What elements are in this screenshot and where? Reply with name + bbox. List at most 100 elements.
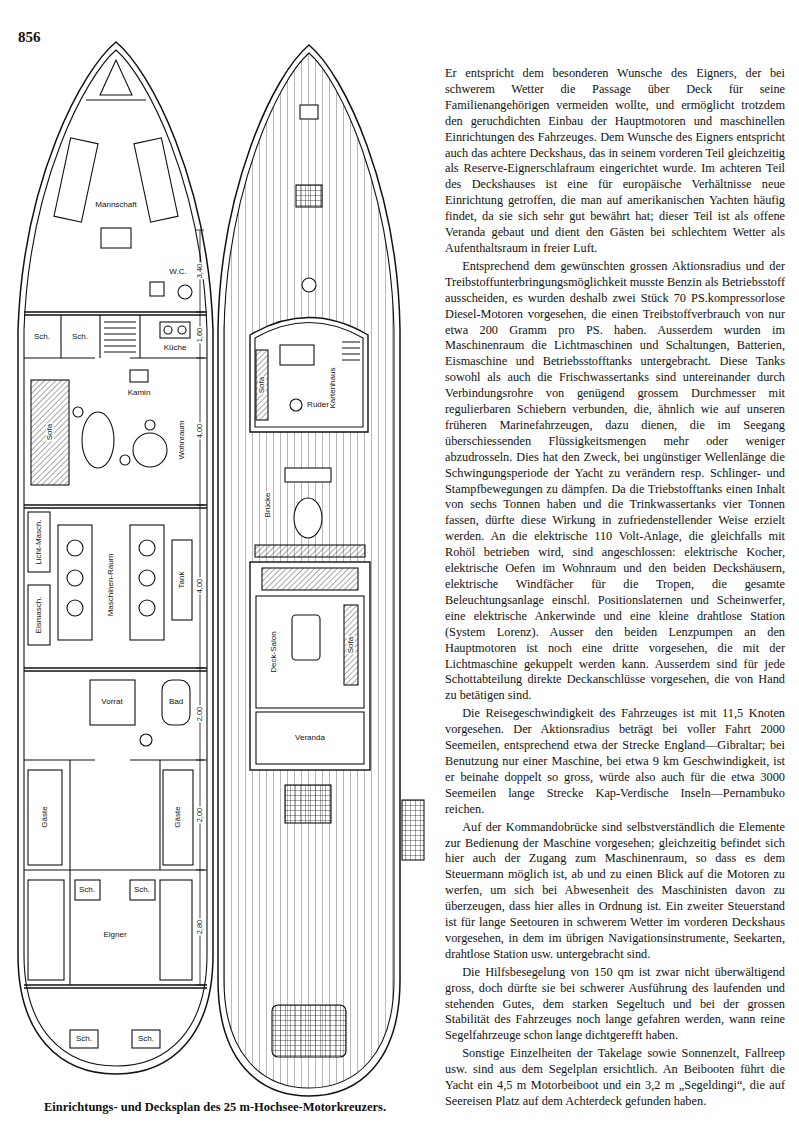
tank bbox=[172, 540, 192, 620]
deck-plan bbox=[218, 45, 424, 1096]
figure-caption: Einrichtungs- und Decksplan des 25 m-Hoc… bbox=[44, 1100, 386, 1115]
deckhouse bbox=[250, 318, 368, 433]
body-paragraph: Sonstige Einzelheiten der Takelage sowie… bbox=[445, 1046, 785, 1110]
bulkhead bbox=[24, 312, 207, 315]
partition bbox=[24, 760, 207, 985]
page-number: 856 bbox=[18, 30, 41, 45]
dimension-label: 1,60 bbox=[196, 327, 204, 344]
bunk bbox=[163, 770, 193, 865]
body-paragraph: Entsprechend dem gewünschten grossen Akt… bbox=[445, 259, 785, 704]
console bbox=[285, 468, 331, 482]
cupboard bbox=[70, 1030, 98, 1048]
chair bbox=[120, 455, 130, 465]
room-label: Sch. bbox=[78, 886, 96, 894]
hatch bbox=[296, 185, 322, 207]
dimension-label: 2,00 bbox=[196, 706, 204, 723]
room-label: Deck-Salon bbox=[270, 630, 278, 673]
toilet bbox=[178, 285, 192, 299]
bulkhead bbox=[24, 505, 207, 508]
body-paragraph: Die Reisegeschwindigkeit des Fahrzeuges … bbox=[445, 706, 785, 817]
bunk bbox=[54, 138, 98, 222]
wheel bbox=[294, 498, 322, 538]
veranda bbox=[256, 712, 364, 764]
hull-outline bbox=[18, 42, 213, 1074]
bunk bbox=[28, 770, 62, 865]
room-label: Licht-Masch. bbox=[35, 518, 43, 565]
hull-outline bbox=[218, 45, 400, 1096]
bench bbox=[255, 545, 365, 557]
round-table bbox=[133, 433, 167, 467]
dimension-label: 2,80 bbox=[196, 919, 204, 936]
dimension-label: 4,00 bbox=[196, 578, 204, 595]
chart-table bbox=[280, 345, 314, 365]
dimension-label: 2,00 bbox=[196, 807, 204, 824]
body-paragraph: Die Hilfsbesegelung von 150 qm ist zwar … bbox=[445, 965, 785, 1045]
room-label: Maschinen-Raum bbox=[107, 553, 115, 618]
room-label: Veranda bbox=[294, 734, 326, 742]
chair bbox=[73, 407, 83, 417]
cylinder bbox=[139, 600, 155, 616]
room-label: Küche bbox=[163, 344, 188, 352]
room-label: Sofa bbox=[46, 423, 54, 441]
engine bbox=[58, 525, 92, 640]
cylinder bbox=[67, 570, 83, 586]
stove-plate bbox=[178, 326, 186, 334]
deck-planking bbox=[224, 53, 394, 1088]
room-label: Eigner bbox=[102, 931, 127, 939]
stairs bbox=[342, 342, 360, 360]
stove bbox=[160, 322, 190, 338]
room-label: Wohnraum bbox=[178, 420, 186, 461]
room-label: Kamin bbox=[127, 389, 152, 397]
table bbox=[82, 412, 114, 468]
hatch bbox=[285, 785, 331, 823]
generator bbox=[28, 512, 50, 572]
body-paragraph: Auf der Kommandobrücke sind selbstverstä… bbox=[445, 820, 785, 963]
table bbox=[292, 615, 320, 660]
ice-machine bbox=[28, 585, 50, 645]
cylinder bbox=[67, 600, 83, 616]
stairs bbox=[104, 322, 136, 352]
cupboard bbox=[130, 880, 155, 900]
sofa bbox=[31, 380, 69, 485]
bunk bbox=[160, 880, 192, 980]
partition bbox=[61, 315, 140, 358]
bunk bbox=[28, 880, 64, 980]
mast bbox=[302, 278, 316, 292]
room-label: Sch. bbox=[71, 333, 89, 341]
room-label: Tank bbox=[178, 571, 186, 590]
room-label: Sch. bbox=[75, 1035, 93, 1043]
partition bbox=[24, 869, 207, 870]
stern-grating bbox=[272, 1005, 346, 1057]
room-label: Sch. bbox=[137, 1035, 155, 1043]
bulkhead bbox=[86, 99, 146, 100]
cupboard bbox=[132, 1030, 160, 1048]
room-label: Vorrat bbox=[100, 698, 123, 706]
room-label: Sch. bbox=[133, 886, 151, 894]
storeroom bbox=[90, 680, 135, 725]
cupboard bbox=[75, 880, 100, 900]
room-label: Brücke bbox=[264, 492, 272, 519]
hull-inner bbox=[24, 50, 207, 1066]
sofa bbox=[256, 350, 268, 420]
partition bbox=[24, 357, 207, 358]
chair bbox=[145, 420, 155, 430]
text-column: Er entspricht dem besonderen Wunsche des… bbox=[445, 66, 785, 1112]
wash-basin bbox=[150, 282, 164, 296]
room-label: Kartenhaus bbox=[329, 367, 337, 410]
body-paragraph: Er entspricht dem besonderen Wunsche des… bbox=[445, 66, 785, 257]
cylinder bbox=[67, 540, 83, 556]
cylinder bbox=[139, 540, 155, 556]
bulkhead bbox=[24, 668, 207, 671]
dimension-label: 4,00 bbox=[196, 423, 204, 440]
toilet bbox=[140, 734, 152, 746]
sofa bbox=[344, 605, 358, 685]
skylight bbox=[262, 568, 358, 590]
chain-locker bbox=[100, 60, 132, 95]
bulkhead bbox=[24, 985, 207, 988]
room-label: Eismasch. bbox=[35, 596, 43, 635]
table bbox=[101, 228, 131, 248]
room-label: Sch. bbox=[33, 333, 51, 341]
gangway-ladder bbox=[402, 800, 424, 860]
room-label: Ruder bbox=[306, 401, 330, 409]
